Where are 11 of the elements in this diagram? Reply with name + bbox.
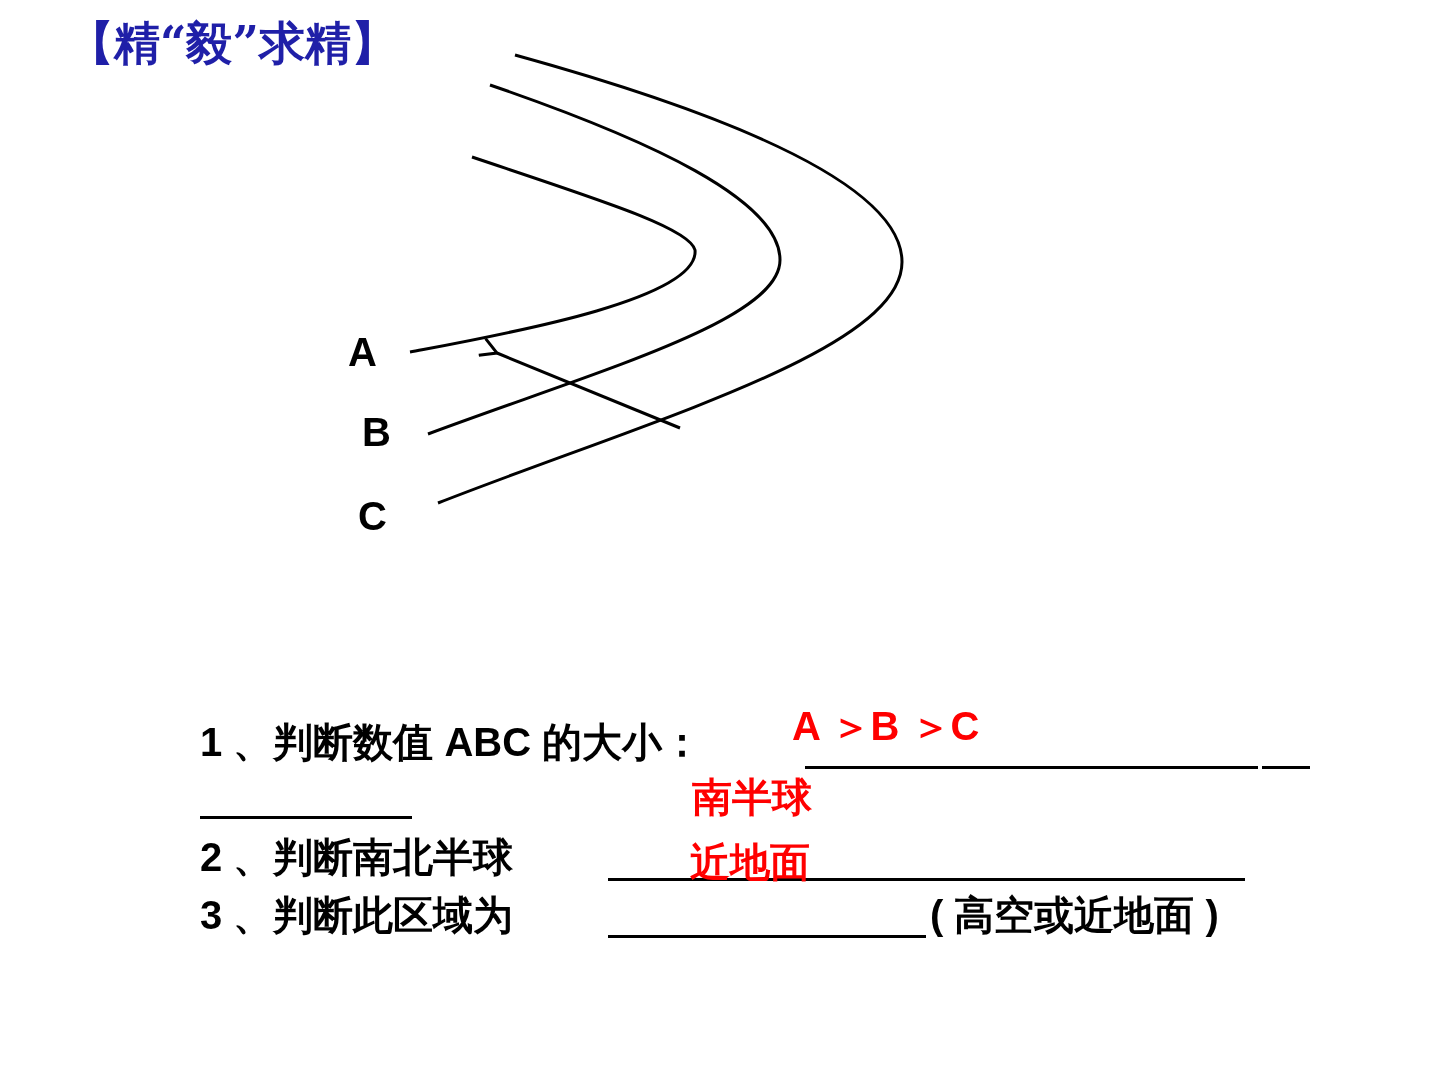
question-text: 3 、判断此区域为	[200, 893, 514, 937]
hint-text: ( 高空或近地面 )	[930, 893, 1219, 937]
answer-text: 近地面	[690, 840, 810, 884]
answer-text: 南半球	[692, 775, 812, 819]
title: 【精“毅”求精】	[68, 18, 397, 69]
question-text: 1 、判断数值 ABC 的大小：	[200, 720, 703, 764]
point-label: A	[348, 330, 377, 374]
point-label: C	[358, 494, 387, 538]
answer-text: A ＞B ＞C	[792, 704, 980, 748]
question-text: 2 、判断南北半球	[200, 835, 514, 879]
point-label: B	[362, 410, 391, 454]
